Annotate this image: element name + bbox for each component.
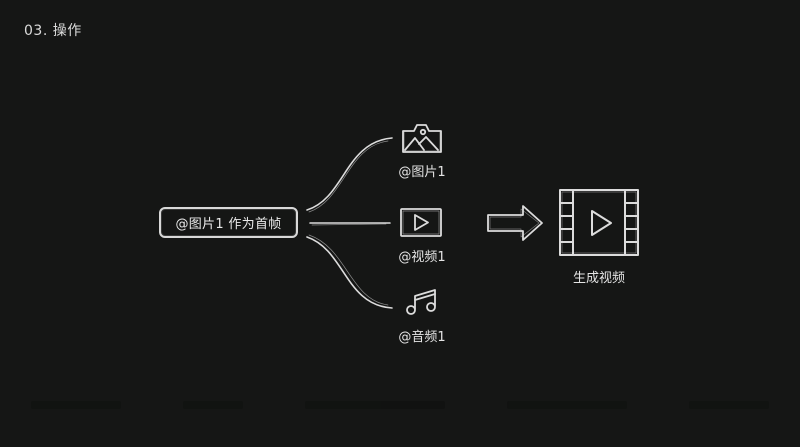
subtitle-shadow-band (0, 385, 800, 425)
input-label-image: @图片1 (398, 165, 446, 180)
connector-bottom (306, 234, 393, 309)
image-icon (402, 124, 442, 153)
connector-middle (309, 222, 391, 226)
music-note-icon (406, 289, 436, 315)
connector-top (306, 137, 393, 213)
section-title: 03. 操作 (24, 23, 82, 39)
film-strip-play-icon (559, 189, 639, 256)
input-label-audio: @音频1 (398, 330, 446, 345)
input-label-video: @视频1 (398, 250, 446, 265)
video-play-icon (400, 208, 442, 237)
right-arrow-icon (487, 205, 543, 241)
output-label: 生成视频 (572, 271, 625, 286)
source-node-label: @图片1 作为首帧 (175, 217, 282, 232)
source-node: @图片1 作为首帧 (159, 207, 298, 238)
